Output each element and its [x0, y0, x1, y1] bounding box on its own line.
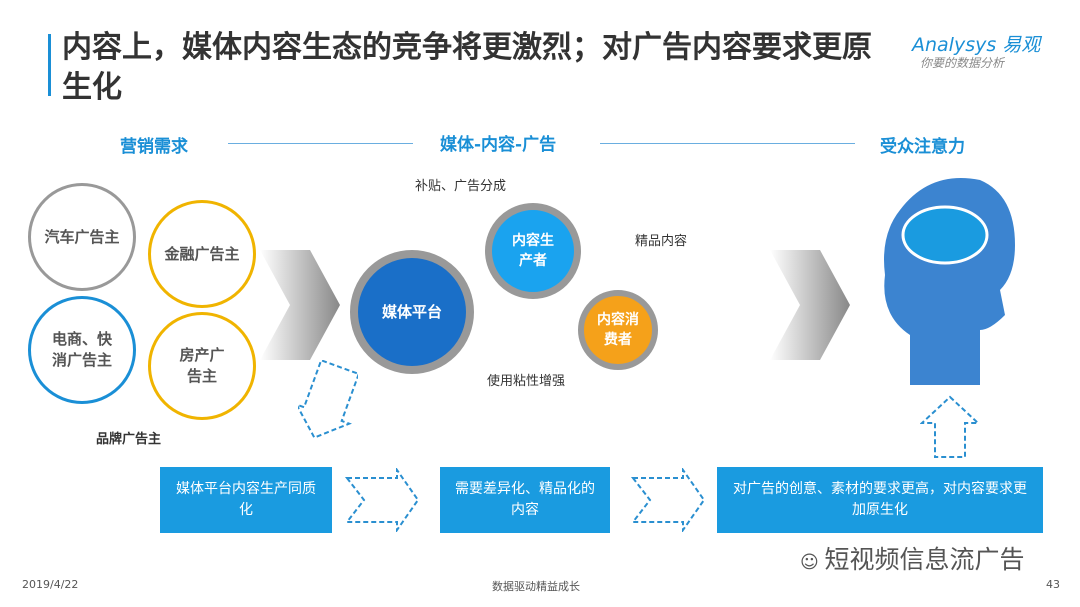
stage-arrow-2 [600, 143, 855, 144]
stage-media: 媒体-内容-广告 [440, 135, 557, 155]
box-native-ads: 对广告的创意、素材的要求更高，对内容要求更加原生化 [717, 467, 1043, 533]
dashed-arrow-up [920, 395, 980, 458]
watermark-text: 短视频信息流广告 [824, 545, 1025, 574]
wechat-watermark: ☺ 短视频信息流广告 [800, 540, 1025, 576]
gear-content-producer: 内容生产者 [485, 203, 581, 299]
brand-slogan: 你要的数据分析 [920, 56, 1005, 70]
dashed-arrow-1 [344, 468, 420, 532]
brand-logo: Analysys 易观 [912, 34, 1041, 56]
stage-marketing: 营销需求 [120, 137, 188, 157]
title-accent-bar [48, 34, 51, 96]
advertisers-label: 品牌广告主 [96, 432, 162, 447]
page-number: 43 [1046, 578, 1060, 591]
gear-media-platform: 媒体平台 [350, 250, 474, 374]
wechat-icon: ☺ [800, 552, 825, 573]
label-subsidy: 补贴、广告分成 [415, 179, 507, 194]
box-homogenization: 媒体平台内容生产同质化 [160, 467, 332, 533]
box-differentiation: 需要差异化、精品化的内容 [440, 467, 610, 533]
footer-slogan: 数据驱动精益成长 [492, 580, 580, 593]
advertiser-finance: 金融广告主 [148, 200, 256, 308]
page-title: 内容上，媒体内容生态的竞争将更激烈；对广告内容要求更原生化 [62, 30, 872, 105]
big-arrow-left [260, 250, 340, 360]
label-stickiness: 使用粘性增强 [487, 374, 566, 389]
advertiser-auto: 汽车广告主 [28, 183, 136, 291]
footer-date: 2019/4/22 [22, 578, 79, 591]
advertiser-realestate: 房产广告主 [148, 312, 256, 420]
big-arrow-right [770, 250, 850, 360]
gear-content-consumer: 内容消费者 [578, 290, 658, 370]
advertiser-ecommerce: 电商、快消广告主 [28, 296, 136, 404]
head-icon [884, 178, 1015, 385]
dashed-arrow-down-left [298, 360, 358, 439]
stage-attention: 受众注意力 [880, 137, 965, 157]
dashed-arrow-2 [630, 468, 706, 532]
stage-arrow-1 [228, 143, 413, 144]
label-quality: 精品内容 [635, 234, 688, 249]
